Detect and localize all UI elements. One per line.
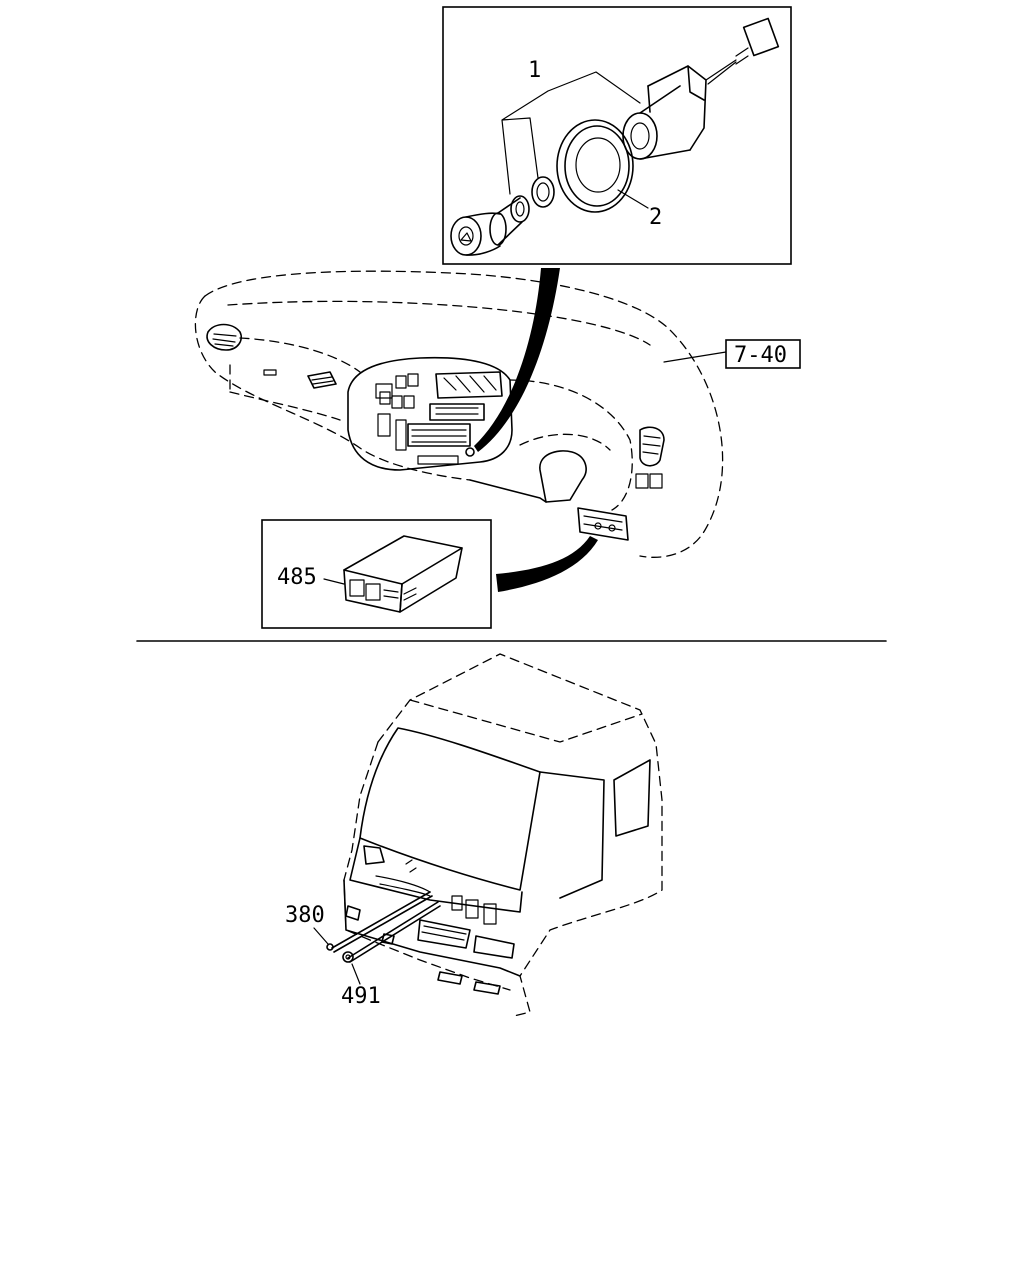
instrument-panel-icon: [194, 270, 727, 558]
callout-491: 491: [341, 984, 381, 1009]
pointer-arrow-bottom: [496, 536, 598, 592]
pointer-arrow-top: [474, 268, 560, 452]
callout-485: 485: [277, 565, 317, 590]
module-485-inset: 485: [261, 519, 492, 629]
leader-part-485: [323, 578, 345, 585]
callout-2: 2: [649, 205, 662, 230]
lighter-knob-icon: [450, 195, 530, 256]
leader-part-491: [351, 963, 361, 985]
inset-frame-module: [261, 519, 492, 629]
lighter-bezel-part-2: [556, 119, 634, 213]
callout-1: 1: [528, 58, 541, 83]
callout-380: 380: [285, 903, 325, 928]
lighter-socket-icon: [622, 17, 780, 160]
leader-part-2: [617, 189, 649, 209]
lighter-ring-icon: [531, 176, 555, 208]
leader-part-380: [313, 927, 329, 945]
truck-cab-icon: [326, 653, 663, 1017]
leader-part-1: [501, 71, 641, 195]
callout-7-40: 7-40: [734, 343, 787, 368]
reference-box-7-40: [725, 339, 801, 369]
module-485-icon: [343, 535, 463, 613]
cigar-lighter-inset: 1 2: [442, 6, 792, 265]
